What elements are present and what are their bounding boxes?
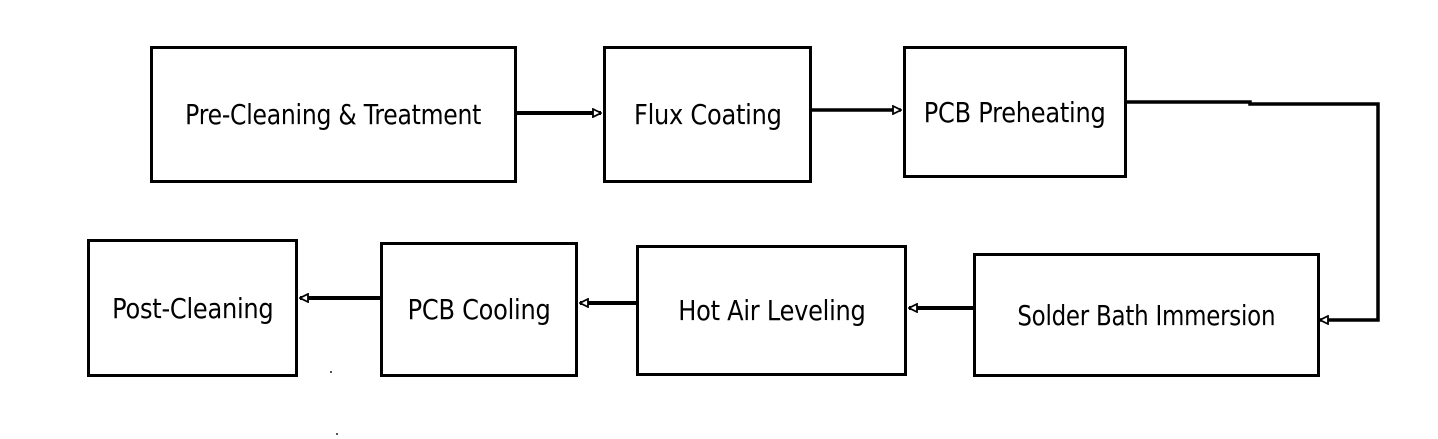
step-label-hot-air-leveling: Hot Air Leveling (677, 294, 866, 327)
stray-mark (330, 371, 332, 373)
step-label-pcb-cooling: PCB Cooling (407, 293, 551, 326)
step-box-pcb-cooling: PCB Cooling (380, 242, 578, 377)
stray-mark (336, 433, 338, 435)
step-box-pre-cleaning: Pre-Cleaning & Treatment (150, 46, 517, 183)
step-label-post-cleaning: Post-Cleaning (111, 291, 274, 325)
arrow-pcb-preheating-to-solder-bath (1127, 100, 1380, 320)
step-box-post-cleaning: Post-Cleaning (87, 239, 298, 377)
step-label-pre-cleaning: Pre-Cleaning & Treatment (185, 98, 482, 131)
step-box-hot-air-leveling: Hot Air Leveling (636, 245, 907, 376)
step-label-flux-coating: Flux Coating (633, 98, 782, 131)
step-label-pcb-preheating: PCB Preheating (924, 95, 1106, 129)
step-box-pcb-preheating: PCB Preheating (903, 46, 1127, 178)
step-box-solder-bath-immersion: Solder Bath Immersion (973, 253, 1320, 377)
step-label-solder-bath-immersion: Solder Bath Immersion (1017, 298, 1276, 332)
step-box-flux-coating: Flux Coating (603, 46, 812, 183)
